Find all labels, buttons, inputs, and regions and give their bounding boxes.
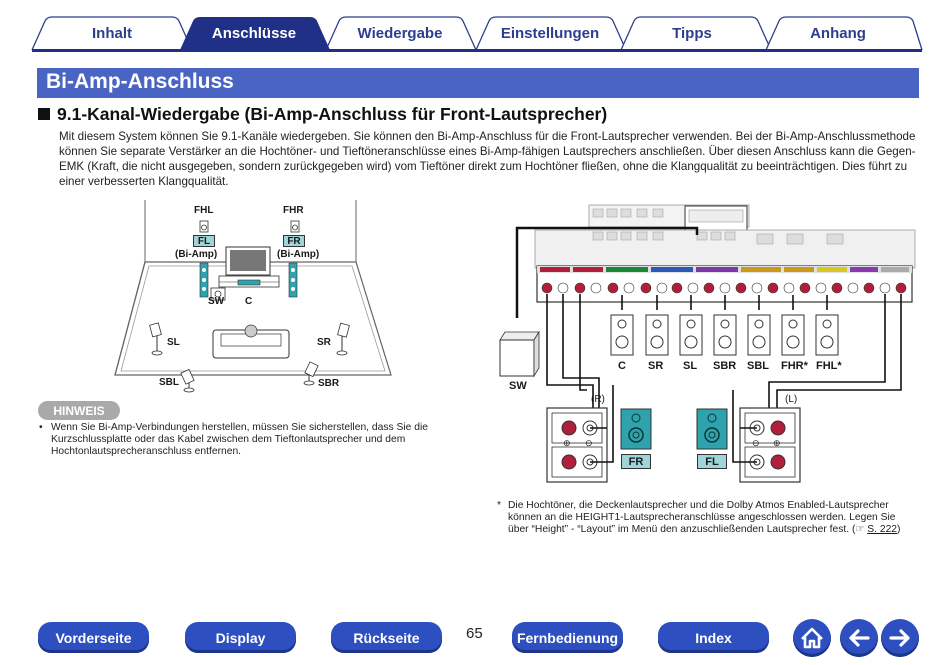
top-tab-bar: Inhalt Anschlüsse Wiedergabe Einstellung… bbox=[0, 0, 950, 56]
center-speaker-icon bbox=[237, 279, 261, 286]
section-heading-text: 9.1-Kanal-Wiedergabe (Bi-Amp-Anschluss f… bbox=[57, 104, 608, 124]
wiring-label-fl: FL bbox=[697, 454, 727, 469]
label-sbl: SBL bbox=[159, 377, 179, 388]
hinweis-note: • Wenn Sie Bi-Amp-Verbindungen herstelle… bbox=[38, 422, 468, 458]
fhl-speaker-icon bbox=[199, 220, 209, 233]
label-fhl: FHL bbox=[194, 205, 214, 216]
fhr-speaker-icon bbox=[290, 220, 300, 233]
forward-button[interactable] bbox=[881, 619, 919, 657]
footnote-asterisk: * bbox=[497, 500, 502, 511]
home-button[interactable] bbox=[793, 619, 831, 657]
label-fhr: FHR bbox=[283, 205, 304, 216]
label-sl: SL bbox=[167, 337, 180, 348]
footnote: * Die Hochtöner, die Deckenlautsprecher … bbox=[497, 500, 917, 536]
page-title-bar: Bi-Amp-Anschluss bbox=[37, 68, 919, 98]
speaker-sbr-icon bbox=[713, 314, 737, 356]
wiring-diagram: C SR SL SBR SBL FHR* FHL* SW (R) (L) FR … bbox=[497, 200, 917, 495]
section-heading: 9.1-Kanal-Wiedergabe (Bi-Amp-Anschluss f… bbox=[38, 104, 607, 125]
room-outline bbox=[114, 200, 392, 393]
tab-tipps[interactable]: Tipps bbox=[672, 24, 712, 42]
wiring-label-fr: FR bbox=[621, 454, 651, 469]
speaker-sbl-icon bbox=[747, 314, 771, 356]
wiring-label-sw: SW bbox=[509, 380, 527, 392]
rueckseite-button[interactable]: Rückseite bbox=[331, 622, 442, 653]
home-icon bbox=[801, 627, 823, 649]
tab-inhalt[interactable]: Inhalt bbox=[92, 24, 132, 42]
wiring-label-sr: SR bbox=[648, 360, 664, 372]
arrow-right-icon bbox=[889, 629, 910, 647]
polarity-plus-l: ⊕ bbox=[773, 438, 781, 448]
tab-shapes bbox=[31, 16, 923, 51]
room-layout-diagram: FHL FHR FL FR (Bi-Amp) (Bi-Amp) SW C SL … bbox=[113, 200, 393, 395]
wiring-label-fhr: FHR* bbox=[781, 360, 808, 372]
wiring-label-sbr: SBR bbox=[713, 360, 737, 372]
sbl-speaker-icon bbox=[180, 368, 195, 393]
label-c: C bbox=[245, 296, 253, 307]
footnote-close: ) bbox=[897, 524, 901, 535]
subwoofer-box-icon bbox=[499, 330, 540, 378]
arrow-left-icon bbox=[849, 629, 870, 647]
bullet: • bbox=[39, 422, 43, 433]
fl-terminal-panel bbox=[739, 407, 801, 483]
wiring-label-fhl: FHL* bbox=[816, 360, 842, 372]
footnote-text: Die Hochtöner, die Deckenlautsprecher un… bbox=[497, 500, 917, 536]
tab-einstellungen[interactable]: Einstellungen bbox=[500, 24, 600, 42]
tab-wiedergabe[interactable]: Wiedergabe bbox=[357, 24, 443, 42]
hand-pointer-icon: ☞ bbox=[855, 524, 865, 535]
fernbedienung-button[interactable]: Fernbedienung bbox=[512, 622, 623, 653]
intro-paragraph: Mit diesem System können Sie 9.1-Kanäle … bbox=[59, 130, 916, 188]
back-button[interactable] bbox=[840, 619, 878, 657]
subwoofer-icon bbox=[210, 287, 226, 301]
terminal-posts bbox=[541, 282, 907, 294]
sofa-icon bbox=[212, 324, 290, 359]
label-fr: FR bbox=[283, 235, 305, 247]
polarity-minus-r: ⊖ bbox=[585, 438, 593, 448]
wiring-label-right: (R) bbox=[591, 394, 605, 405]
speaker-fhr-icon bbox=[781, 314, 805, 356]
hinweis-note-text: Wenn Sie Bi-Amp-Verbindungen herstellen,… bbox=[51, 422, 428, 457]
fr-terminal-panel bbox=[546, 407, 608, 483]
sl-speaker-icon bbox=[149, 322, 163, 356]
hinweis-badge: HINWEIS bbox=[38, 401, 120, 420]
label-fl: FL bbox=[193, 235, 215, 247]
label-sr: SR bbox=[317, 337, 331, 348]
fl-speaker-icon bbox=[696, 408, 728, 450]
page-reference-link[interactable]: S. 222 bbox=[867, 524, 898, 535]
receiver-wiring-graphic bbox=[499, 204, 916, 483]
sbr-speaker-icon bbox=[303, 361, 319, 386]
tab-anschluesse[interactable]: Anschlüsse bbox=[211, 24, 297, 42]
display-button[interactable]: Display bbox=[185, 622, 296, 653]
fr-tower-speaker-icon bbox=[288, 262, 298, 298]
polarity-minus-l: ⊖ bbox=[752, 438, 760, 448]
polarity-plus-r: ⊕ bbox=[563, 438, 571, 448]
tab-underline bbox=[32, 49, 922, 52]
label-biamp-right: (Bi-Amp) bbox=[277, 249, 320, 260]
vorderseite-button[interactable]: Vorderseite bbox=[38, 622, 149, 653]
wiring-label-left: (L) bbox=[785, 394, 798, 405]
speaker-sr-icon bbox=[645, 314, 669, 356]
label-sbr: SBR bbox=[318, 378, 340, 389]
speaker-sl-icon bbox=[679, 314, 703, 356]
wiring-label-c: C bbox=[618, 360, 626, 372]
page-number: 65 bbox=[466, 625, 483, 642]
speaker-c-icon bbox=[610, 314, 634, 356]
label-biamp-left: (Bi-Amp) bbox=[175, 249, 218, 260]
page-title: Bi-Amp-Anschluss bbox=[46, 70, 234, 93]
square-bullet-icon bbox=[38, 108, 50, 120]
fl-tower-speaker-icon bbox=[199, 262, 209, 298]
sr-speaker-icon bbox=[336, 322, 350, 356]
speaker-fhl-icon bbox=[815, 314, 839, 356]
wiring-label-sbl: SBL bbox=[747, 360, 769, 372]
wiring-label-sl: SL bbox=[683, 360, 698, 372]
fr-speaker-icon bbox=[620, 408, 652, 450]
tab-anhang[interactable]: Anhang bbox=[810, 24, 866, 42]
footnote-body: Die Hochtöner, die Deckenlautsprecher un… bbox=[508, 500, 896, 535]
label-sw: SW bbox=[208, 296, 225, 307]
index-button[interactable]: Index bbox=[658, 622, 769, 653]
